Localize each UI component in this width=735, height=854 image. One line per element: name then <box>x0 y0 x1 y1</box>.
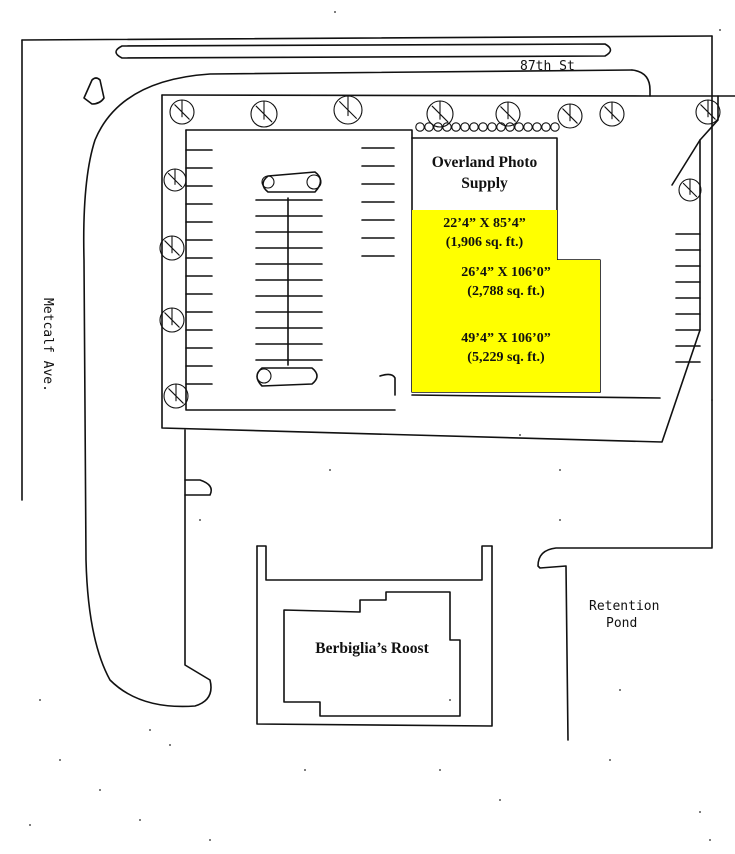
unit-2-dimensions: 26’4” X 106’0” <box>461 265 551 280</box>
scan-marks <box>29 11 721 841</box>
tree-trunk <box>604 101 620 122</box>
unit-3-label: 49’4” X 106’0” (5,229 sq. ft.) <box>412 329 600 367</box>
photo-supply-label: Overland Photo Supply <box>412 152 557 194</box>
shrub-icon <box>460 122 470 132</box>
unit-2-area: (2,788 sq. ft.) <box>467 284 545 299</box>
scan-dot <box>29 824 31 826</box>
scan-dot <box>719 29 721 31</box>
unit-3-dimensions: 49’4” X 106’0” <box>461 331 551 346</box>
traffic-island <box>83 77 105 105</box>
scan-dot <box>619 689 621 691</box>
unit-1-dimensions: 22’4” X 85’4” <box>443 216 526 231</box>
photo-supply-line2: Supply <box>461 175 508 192</box>
tree-trunk <box>255 100 273 123</box>
shrub-icon <box>451 122 461 132</box>
scan-dot <box>499 799 501 801</box>
scan-dot <box>329 469 331 471</box>
tree-trunk <box>339 95 357 119</box>
tree-trunk <box>164 235 180 256</box>
scan-dot <box>559 519 561 521</box>
scan-dot <box>609 759 611 761</box>
restaurant-building <box>283 591 461 717</box>
unit-1-available[interactable] <box>412 210 557 260</box>
unit-3-available[interactable] <box>412 306 600 392</box>
shrub-icon <box>487 122 497 132</box>
parking-stripes-east <box>675 233 701 363</box>
shrub-icon <box>424 122 434 132</box>
access-drive <box>82 69 651 708</box>
shrub-icon <box>496 122 506 132</box>
unit-2-available[interactable] <box>412 260 600 306</box>
scan-dot <box>449 699 451 701</box>
scan-dot <box>439 769 441 771</box>
scan-dot <box>334 11 336 13</box>
scan-dot <box>699 811 701 813</box>
landscape-trees <box>159 95 721 409</box>
restaurant-name: Berbiglia’s Roost <box>315 640 429 657</box>
unit-1-label: 22’4” X 85’4” (1,906 sq. ft.) <box>412 214 557 252</box>
scan-dot <box>139 819 141 821</box>
shrub-icon <box>514 122 524 132</box>
tree-trunk <box>167 168 183 188</box>
west-street-label: Metcalf Ave. <box>40 298 55 392</box>
restaurant-label: Berbiglia’s Roost <box>284 638 460 659</box>
scan-dot <box>304 769 306 771</box>
property-boundary <box>21 35 713 501</box>
parking-stripes-west <box>185 149 213 385</box>
unit-2-label: 26’4” X 106’0” (2,788 sq. ft.) <box>412 263 600 301</box>
unit-1-area: (1,906 sq. ft.) <box>445 235 524 250</box>
light-island-north <box>261 171 322 193</box>
shrub-icon <box>433 122 443 132</box>
south-east-drive <box>537 399 713 741</box>
scan-dot <box>199 519 201 521</box>
scan-dot <box>709 839 711 841</box>
scan-dot <box>99 789 101 791</box>
tree-trunk <box>562 103 578 124</box>
scan-dot <box>169 744 171 746</box>
shrub-icon <box>541 122 551 132</box>
tree-trunk <box>431 100 449 123</box>
parking-stripes-front <box>361 147 395 257</box>
shrub-icon <box>469 122 479 132</box>
unit-3-area: (5,229 sq. ft.) <box>467 350 545 365</box>
shrub-icon <box>550 122 560 132</box>
street-median <box>115 43 612 59</box>
photo-supply-line1: Overland Photo <box>431 154 538 171</box>
scan-dot <box>149 729 151 731</box>
parking-stripes-center <box>255 199 323 361</box>
tree-trunk <box>168 383 184 404</box>
scan-dot <box>209 839 211 841</box>
scan-dot <box>39 699 41 701</box>
restaurant-pad <box>256 545 493 727</box>
north-street-label: 87th St <box>520 59 575 74</box>
shrub-icon <box>478 122 488 132</box>
scan-dot <box>559 469 561 471</box>
shrub-icon <box>505 122 515 132</box>
shrub-icon <box>442 122 452 132</box>
pond-label-line2: Pond <box>606 616 637 631</box>
tree-trunk <box>164 307 180 328</box>
tree-trunk <box>174 99 190 120</box>
scan-dot <box>59 759 61 761</box>
light-island-south <box>256 367 318 387</box>
shrub-icon <box>523 122 533 132</box>
shrub-icon <box>532 122 542 132</box>
landscape-shrubs <box>415 122 560 132</box>
shrub-icon <box>415 122 425 132</box>
tree-trunk <box>500 101 516 122</box>
scan-dot <box>519 434 521 436</box>
tree-trunk <box>682 178 698 198</box>
tree-trunk <box>700 99 716 120</box>
pond-label-line1: Retention <box>589 599 659 614</box>
